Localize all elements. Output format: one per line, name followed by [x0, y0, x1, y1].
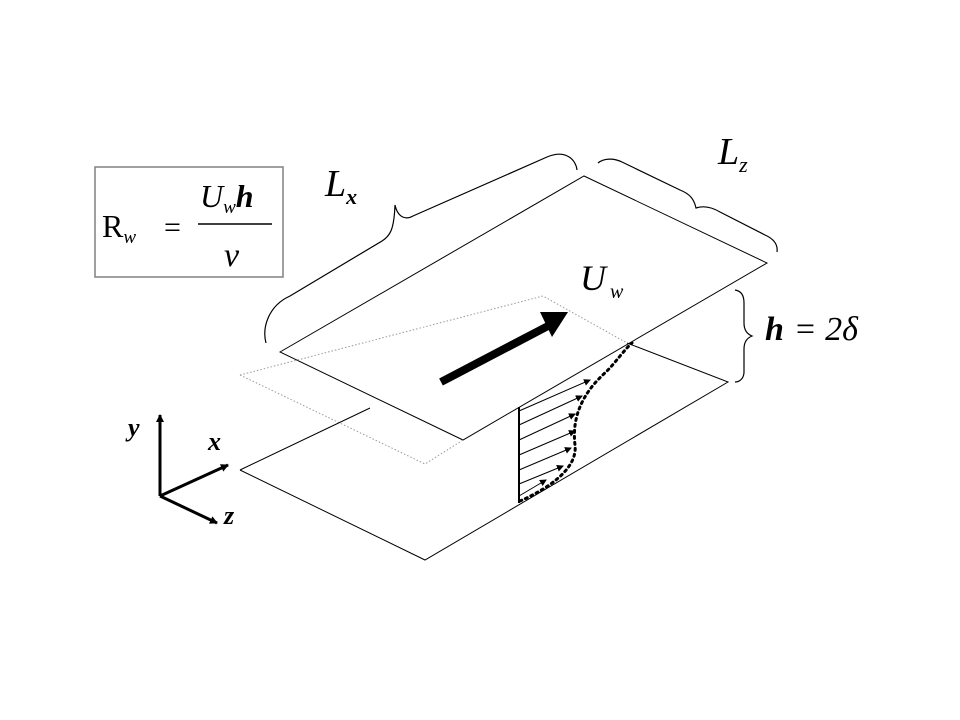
svg-text:Lx: Lx [324, 163, 357, 209]
svg-text:h=2δ: h = 2δ [765, 311, 859, 348]
height-label-equals: = [796, 311, 815, 348]
formula-numerator-tail: h [236, 178, 254, 214]
profile-arrow [518, 479, 547, 497]
x-axis-label: x [207, 427, 221, 456]
profile-arrow [518, 379, 591, 412]
z-axis-label: z [223, 501, 235, 530]
formula-box [94, 166, 284, 278]
lz-label-subscript: z [738, 152, 748, 177]
hidden-left-edge [239, 374, 464, 465]
coordinate-axes: y x z [125, 413, 235, 530]
x-axis-arrow [159, 463, 229, 498]
lx-brace [264, 153, 578, 344]
reynolds-formula: Rw = Uwh ν [94, 166, 284, 278]
svg-text:Uwh: Uwh [200, 178, 254, 218]
lz-brace [597, 158, 778, 253]
height-label-rhs: 2δ [825, 311, 859, 348]
z-axis-arrow [159, 494, 218, 525]
velocity-label-subscript: w [610, 281, 624, 303]
height-label-lhs: h [765, 311, 784, 348]
profile-arrow [518, 413, 576, 441]
svg-text:Lz: Lz [717, 131, 748, 177]
profile-arrow [518, 430, 576, 456]
formula-lhs-symbol: R [102, 208, 124, 244]
formula-numerator-symbol: U [200, 178, 225, 214]
lx-label-symbol: L [324, 163, 346, 205]
profile-curve [518, 341, 634, 503]
profile-arrow [518, 465, 564, 485]
hidden-back-edge [239, 295, 628, 376]
h-brace [734, 289, 754, 383]
velocity-label-symbol: U [580, 258, 608, 298]
bottom-plate [239, 342, 730, 561]
formula-denominator: ν [224, 237, 240, 274]
formula-lhs-subscript: w [123, 227, 136, 248]
profile-arrow [518, 395, 583, 426]
svg-text:Rw: Rw [102, 208, 136, 248]
top-plate [278, 175, 769, 441]
profile-arrow [518, 447, 572, 471]
lx-label-subscript: x [345, 184, 357, 209]
svg-text:Uw: Uw [580, 258, 624, 303]
formula-numerator-subscript: w [223, 197, 236, 218]
wall-velocity-arrow-shaft [439, 322, 550, 386]
wall-velocity-arrow-head [540, 312, 568, 337]
lz-label-symbol: L [717, 131, 739, 173]
y-axis-label: y [125, 413, 140, 442]
bottom-plate-edge [239, 407, 371, 471]
formula-equals: = [164, 211, 181, 244]
velocity-profile [518, 341, 634, 503]
